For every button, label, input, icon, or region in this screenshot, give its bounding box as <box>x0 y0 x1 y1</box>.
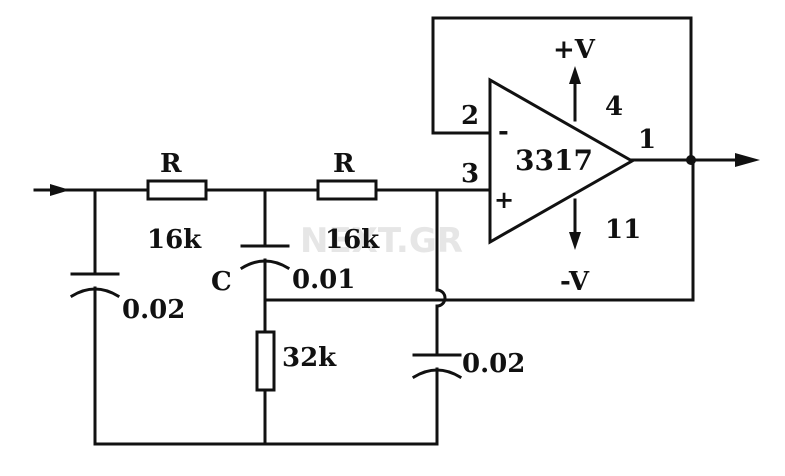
r1-name: R <box>160 149 182 179</box>
r3-value: 32k <box>282 343 337 373</box>
capacitor-c <box>239 188 291 334</box>
input-terminal <box>33 184 150 196</box>
pin-4-label: 4 <box>605 92 623 122</box>
output-terminal <box>630 153 760 167</box>
pin-11-label: 11 <box>605 215 641 245</box>
supply-positive-pin <box>569 66 581 122</box>
noninverting-sign: + <box>494 185 514 214</box>
pin-1-label: 1 <box>638 125 656 155</box>
opamp-triangle <box>488 77 636 245</box>
r2-name: R <box>333 149 355 179</box>
resistor-r3 <box>255 330 276 446</box>
pin-3-label: 3 <box>461 159 479 189</box>
c-output-value: 0.02 <box>462 349 525 379</box>
resistor-r2 <box>316 179 492 201</box>
vplus-label: +V <box>553 35 596 65</box>
c-input-value: 0.02 <box>122 295 185 325</box>
r1-value: 16k <box>147 225 202 255</box>
capacitor-input <box>69 188 121 446</box>
resistor-r1 <box>146 179 320 201</box>
r2-value: 16k <box>325 225 380 255</box>
capacitor-output <box>411 188 463 446</box>
vminus-label: -V <box>560 267 590 297</box>
follower-loop <box>431 16 693 162</box>
supply-negative-pin <box>569 198 581 250</box>
opamp-part-number: 3317 <box>515 144 593 177</box>
feedback-line <box>263 158 695 302</box>
c-name: C <box>211 267 232 297</box>
inverting-sign: - <box>498 117 509 147</box>
pin-2-label: 2 <box>461 101 479 131</box>
c-value: 0.01 <box>292 265 355 295</box>
